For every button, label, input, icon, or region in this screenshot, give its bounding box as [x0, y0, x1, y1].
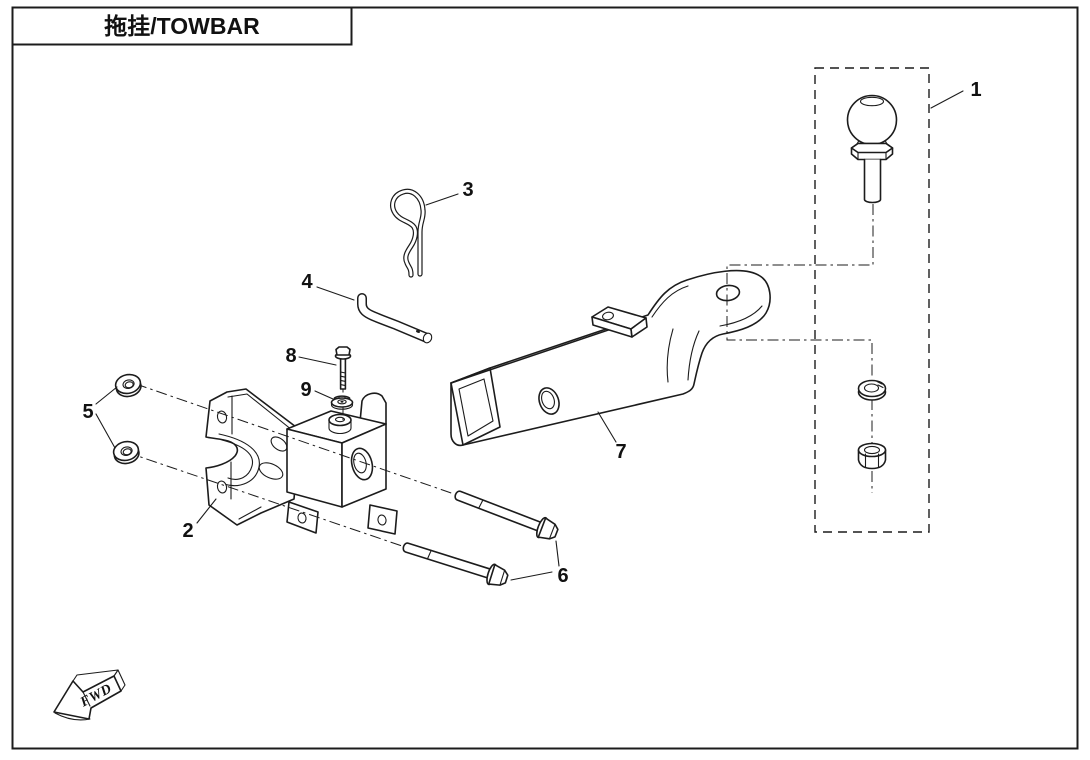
callout-2: 2	[182, 520, 193, 542]
r-clip	[390, 188, 426, 278]
callout-leader-lines	[95, 90, 964, 581]
mounting-bracket	[205, 388, 398, 535]
callout-1: 1	[970, 79, 981, 101]
fwd-direction-arrow: FWD	[53, 669, 126, 721]
lock-washer	[857, 379, 887, 401]
detail-region-box	[814, 67, 930, 533]
flange-nut-upper	[114, 373, 142, 398]
flange-nut-lower	[112, 440, 140, 465]
tube-tab	[591, 306, 648, 338]
tube-side-hole	[538, 387, 560, 415]
bracket-rear-upper-tab	[359, 392, 387, 425]
hex-nut	[857, 442, 887, 470]
page-title: 拖挂/TOWBAR	[104, 13, 260, 39]
bracket-hole-lower	[216, 480, 228, 494]
bracket-plate	[205, 388, 301, 526]
callout-7: 7	[615, 441, 626, 463]
hitch-pin	[357, 293, 433, 344]
tow-ball	[846, 94, 898, 204]
flange-nut-small	[330, 395, 354, 410]
callout-3: 3	[462, 179, 473, 201]
bracket-receiver-box	[286, 410, 387, 508]
callout-5: 5	[82, 401, 93, 423]
callout-4: 4	[301, 271, 313, 293]
hex-bolt-lower	[402, 542, 509, 586]
flange-bolt	[334, 346, 352, 390]
callout-6: 6	[557, 565, 568, 587]
callout-9: 9	[300, 379, 311, 401]
tongue-ball-hole	[715, 284, 741, 302]
bracket-top-boss	[328, 413, 352, 435]
hex-bolt-upper	[454, 490, 559, 540]
towbar-tube	[450, 269, 771, 447]
tube-end-face	[450, 367, 501, 446]
callout-8: 8	[285, 345, 296, 367]
title-box	[11, 6, 353, 46]
